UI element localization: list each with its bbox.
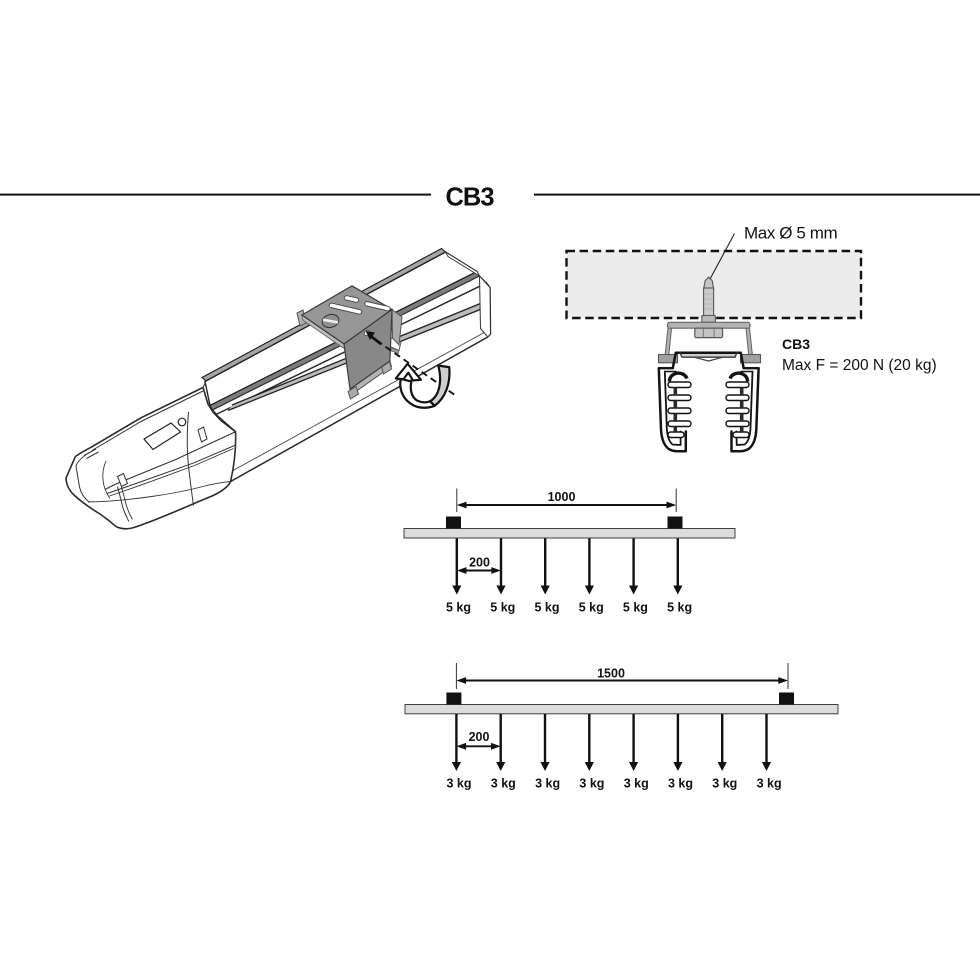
svg-text:3 kg: 3 kg	[446, 777, 471, 791]
svg-text:3 kg: 3 kg	[579, 777, 604, 791]
svg-text:3 kg: 3 kg	[624, 777, 649, 791]
svg-text:Max F = 200 N (20 kg): Max F = 200 N (20 kg)	[782, 357, 937, 374]
svg-text:3 kg: 3 kg	[668, 777, 693, 791]
svg-text:5 kg: 5 kg	[579, 600, 604, 614]
svg-text:5 kg: 5 kg	[446, 600, 471, 614]
svg-text:5 kg: 5 kg	[490, 600, 515, 614]
svg-text:5 kg: 5 kg	[623, 600, 648, 614]
svg-text:3 kg: 3 kg	[712, 777, 737, 791]
svg-text:3 kg: 3 kg	[757, 777, 782, 791]
svg-text:5 kg: 5 kg	[667, 600, 692, 614]
svg-text:200: 200	[469, 730, 490, 744]
svg-text:5 kg: 5 kg	[534, 600, 559, 614]
svg-text:1500: 1500	[597, 666, 625, 680]
svg-text:200: 200	[469, 555, 490, 569]
svg-text:CB3: CB3	[445, 184, 494, 212]
svg-text:CB3: CB3	[782, 336, 810, 352]
svg-text:3 kg: 3 kg	[535, 777, 560, 791]
svg-text:Max Ø 5 mm: Max Ø 5 mm	[744, 223, 838, 242]
svg-text:3 kg: 3 kg	[491, 777, 516, 791]
svg-text:1000: 1000	[548, 490, 576, 504]
